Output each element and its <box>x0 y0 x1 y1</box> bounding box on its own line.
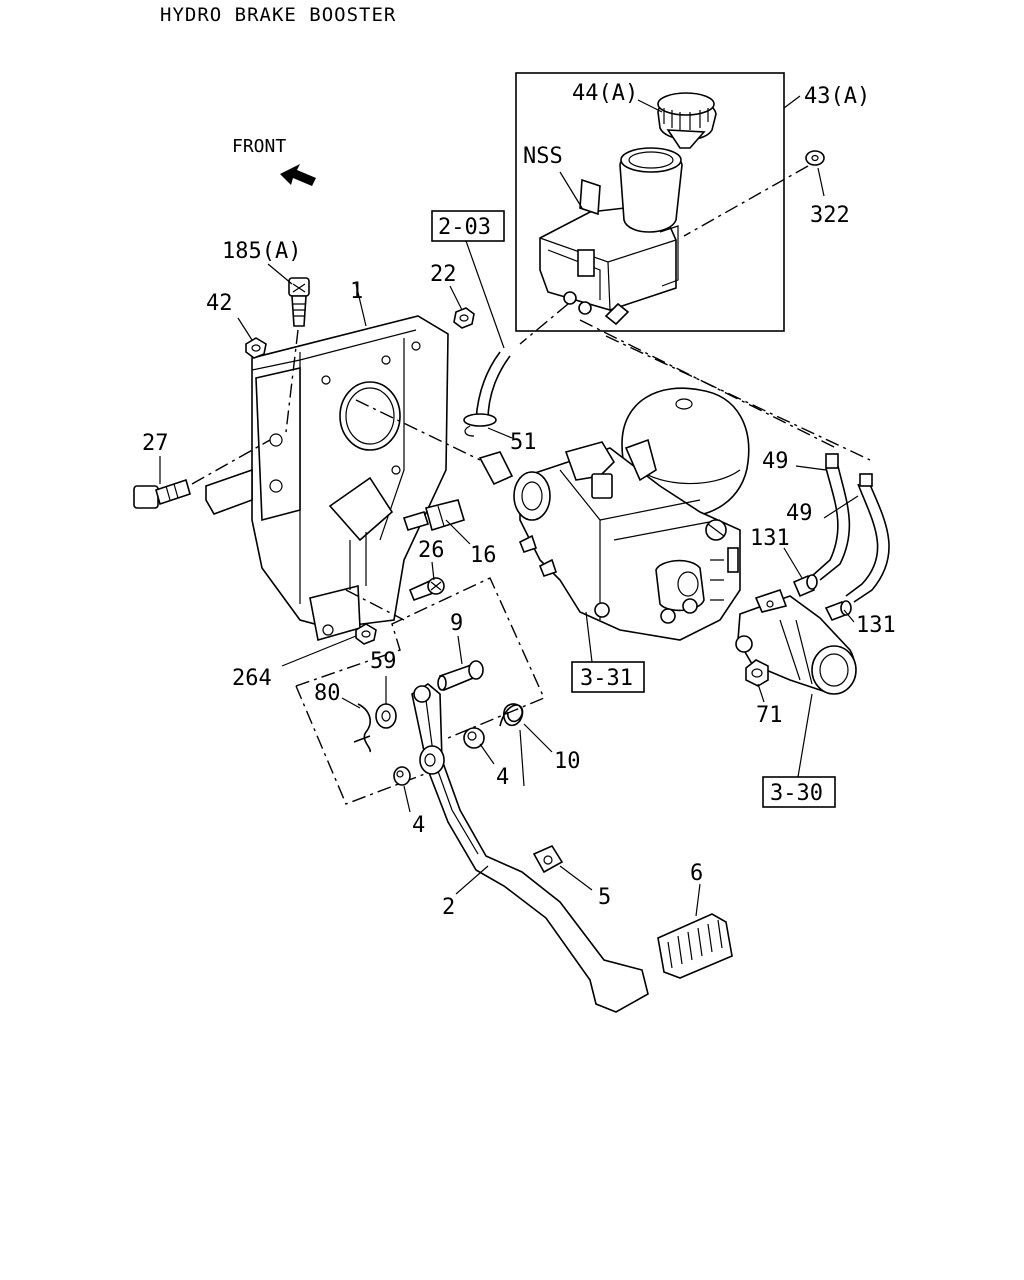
callout-10: 10 <box>554 749 581 774</box>
callout-49-upper: 49 <box>762 449 789 474</box>
ref-box-3-31 <box>571 661 645 693</box>
callout-16: 16 <box>470 543 497 568</box>
callout-80: 80 <box>314 681 341 706</box>
callout-22: 22 <box>430 262 457 287</box>
callout-49-lower: 49 <box>786 501 813 526</box>
reservoir-hose <box>463 351 511 437</box>
bolt-185a <box>288 277 310 327</box>
grommet-322 <box>805 150 825 166</box>
nut-264 <box>355 623 377 645</box>
pivot-pin-9 <box>437 660 484 692</box>
pedal-assembly-outline-left <box>295 685 431 805</box>
ref-box-3-30 <box>762 776 836 808</box>
return-spring-10 <box>499 703 525 787</box>
pedal-pad-6 <box>657 913 733 979</box>
bolt-26 <box>408 577 445 602</box>
callout-322: 322 <box>810 203 850 228</box>
reservoir-tank <box>539 147 683 326</box>
callout-185a: 185(A) <box>222 239 301 264</box>
callout-1: 1 <box>350 279 363 304</box>
bushing-4a <box>463 727 485 749</box>
callout-42: 42 <box>206 291 233 316</box>
pipe-49-lower <box>845 473 890 603</box>
callout-26: 26 <box>418 538 445 563</box>
leader-reservoir-hose <box>519 303 569 345</box>
hydro-booster-body <box>478 387 750 641</box>
callout-ref-3-31: 3-31 <box>580 666 633 691</box>
reservoir-cap <box>657 92 717 149</box>
callout-264: 264 <box>232 666 272 691</box>
fitting-131a <box>792 574 818 598</box>
callout-131b: 131 <box>856 613 896 638</box>
nut-71 <box>745 659 769 687</box>
diagram-title: HYDRO BRAKE BOOSTER <box>160 4 396 26</box>
callout-5: 5 <box>598 885 611 910</box>
leader-185a-axis <box>285 329 299 433</box>
callout-9: 9 <box>450 611 463 636</box>
front-arrow-icon <box>280 164 316 186</box>
ref-box-2-03 <box>431 210 505 242</box>
callout-27: 27 <box>142 431 169 456</box>
callout-51: 51 <box>510 430 537 455</box>
pedal-boss <box>419 745 445 775</box>
stop-lamp-switch-27 <box>133 478 191 509</box>
clevis-16 <box>402 499 465 532</box>
callout-4-lower: 4 <box>412 813 425 838</box>
bushing-4b <box>393 766 411 786</box>
callout-ref-3-30: 3-30 <box>770 781 823 806</box>
leader-27-axis <box>191 439 271 485</box>
leader-322 <box>683 165 809 237</box>
front-label: FRONT <box>232 136 286 157</box>
callout-71: 71 <box>756 703 783 728</box>
callout-ref-2-03: 2-03 <box>438 215 491 240</box>
callout-nss: NSS <box>523 144 563 169</box>
brake-pedal-arm <box>411 683 649 1013</box>
callout-6: 6 <box>690 861 703 886</box>
callout-59: 59 <box>370 649 397 674</box>
nut-22 <box>453 307 475 329</box>
callout-leaders <box>159 95 859 917</box>
pedal-bracket <box>205 315 449 642</box>
reservoir-connector <box>577 249 595 277</box>
pedal-pivot-axis <box>345 589 405 621</box>
callout-4-upper: 4 <box>496 765 509 790</box>
clip-80 <box>353 703 371 753</box>
leader-reservoir-pipe-b <box>605 335 871 461</box>
callout-131a: 131 <box>750 526 790 551</box>
nut-42 <box>245 337 267 359</box>
pedal-assembly-outline-top <box>295 577 545 739</box>
callout-44a: 44(A) <box>572 81 638 106</box>
washer-59 <box>375 703 397 729</box>
leader-pushrod-axis <box>355 399 481 461</box>
fitting-131b <box>824 600 852 622</box>
stopper-5 <box>532 844 564 874</box>
callout-2: 2 <box>442 895 455 920</box>
callout-43a: 43(A) <box>804 84 870 109</box>
pipe-49-upper <box>811 453 851 581</box>
